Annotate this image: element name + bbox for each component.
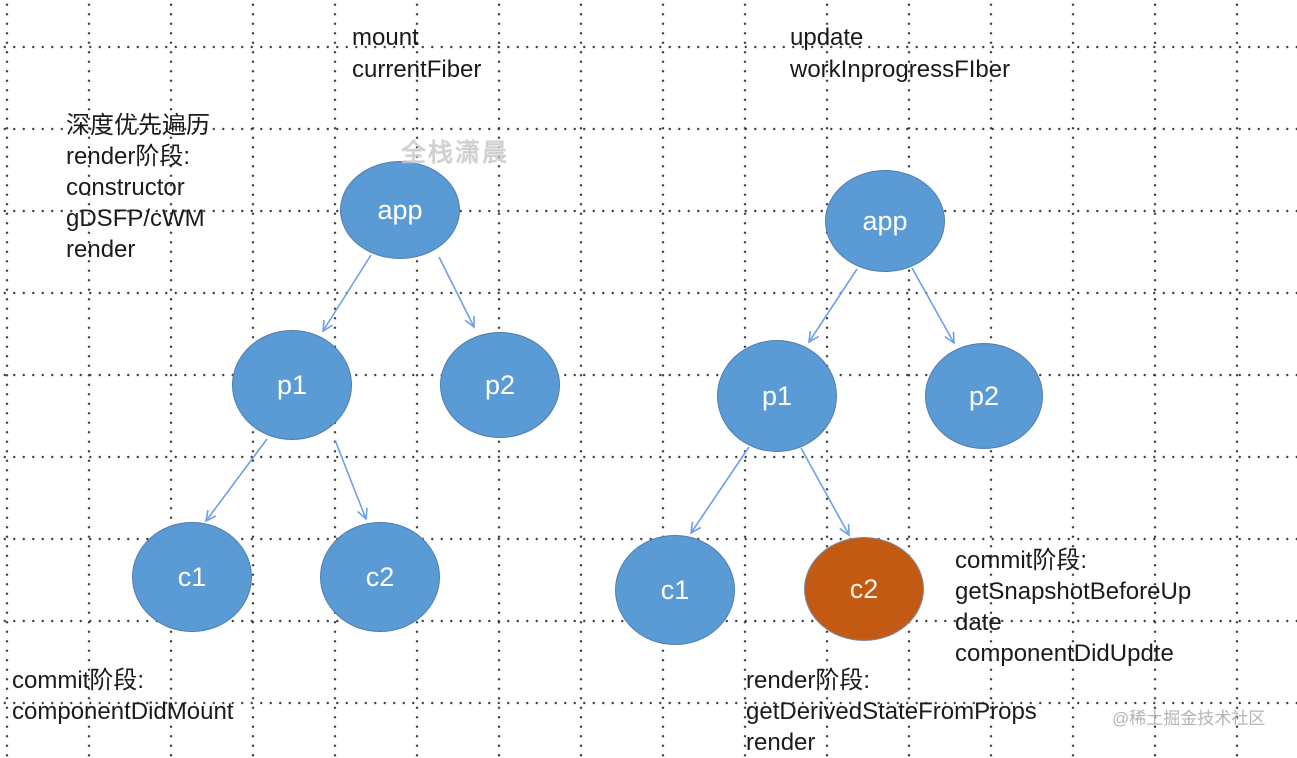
node-label: c2 xyxy=(849,573,879,604)
note-line: render阶段: xyxy=(66,143,191,170)
update-node-p1: p1 xyxy=(717,340,837,452)
node-label: app xyxy=(377,194,423,225)
node-label: p2 xyxy=(968,380,1000,411)
note-line: componentDidUpdte xyxy=(955,640,1174,667)
mount-node-c1: c1 xyxy=(132,522,252,632)
note-line: render xyxy=(66,236,136,263)
mount-title-line: mount xyxy=(352,24,419,51)
note-line: commit阶段: xyxy=(955,547,1087,574)
mount-node-p1: p1 xyxy=(232,330,352,440)
note-line: getDerivedStateFromProps xyxy=(746,698,1037,725)
note-line: gDSFP/cWM xyxy=(66,205,205,232)
note-line: 深度优先遍历 xyxy=(66,112,210,139)
note-line: date xyxy=(955,609,1002,636)
node-label: p2 xyxy=(484,369,516,400)
edge-mount-app-p1 xyxy=(322,254,372,333)
update-tree-title: update workInprogressFIber xyxy=(790,22,1010,86)
node-label: c1 xyxy=(177,561,207,592)
note-line: getSnapshotBeforeUp xyxy=(955,578,1192,605)
watermark-center: 全栈潇晨 xyxy=(401,139,510,167)
node-label: c2 xyxy=(365,561,395,592)
edge-update-p1-c2 xyxy=(800,447,850,537)
note-commit-mount: commit阶段: componentDidMount xyxy=(12,665,233,727)
edge-mount-app-p2 xyxy=(438,256,475,329)
mount-tree-title: mount currentFiber xyxy=(352,22,481,86)
edge-update-app-p2 xyxy=(911,267,955,345)
note-render-update: render阶段: getDerivedStateFromProps rende… xyxy=(746,665,1037,758)
note-line: commit阶段: xyxy=(12,667,144,694)
mount-node-c2: c2 xyxy=(320,522,440,632)
note-line: componentDidMount xyxy=(12,698,234,725)
note-depth-first-render-phase: 深度优先遍历 render阶段: constructor gDSFP/cWM r… xyxy=(66,110,210,265)
note-line: constructor xyxy=(66,174,185,201)
note-commit-update: commit阶段: getSnapshotBeforeUp date compo… xyxy=(955,545,1191,669)
update-node-app: app xyxy=(825,170,945,272)
update-title-line: update xyxy=(790,24,864,51)
mount-node-p2: p2 xyxy=(440,332,560,438)
update-title-line: workInprogressFIber xyxy=(790,56,1011,83)
update-node-c2-changed: c2 xyxy=(804,537,924,641)
node-label: p1 xyxy=(276,369,308,400)
edge-mount-p1-c1 xyxy=(204,438,268,523)
node-label: app xyxy=(862,205,908,236)
edge-update-p1-c1 xyxy=(689,446,750,535)
edge-mount-p1-c2 xyxy=(334,439,368,521)
node-label: c1 xyxy=(660,574,690,605)
mount-title-line: currentFiber xyxy=(352,56,482,83)
watermark-juejin: @稀土掘金技术社区 xyxy=(1112,709,1266,728)
edge-update-app-p1 xyxy=(808,268,858,344)
note-line: render阶段: xyxy=(746,667,871,694)
mount-node-app: app xyxy=(340,161,460,259)
note-line: render xyxy=(746,729,816,756)
node-label: p1 xyxy=(761,380,793,411)
update-node-c1: c1 xyxy=(615,535,735,645)
update-node-p2: p2 xyxy=(925,343,1043,449)
